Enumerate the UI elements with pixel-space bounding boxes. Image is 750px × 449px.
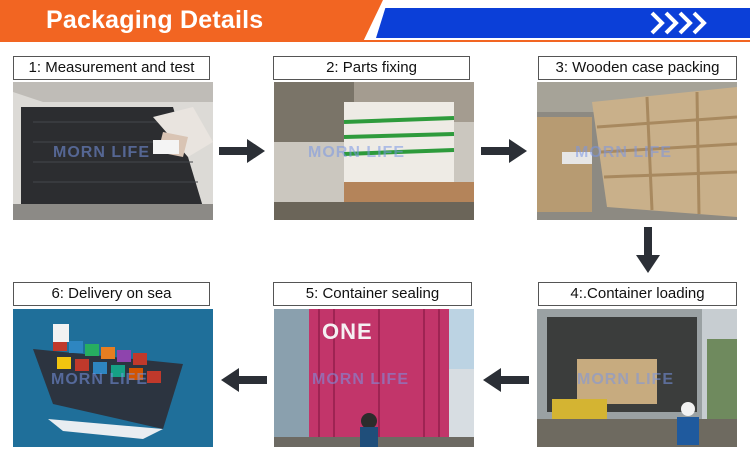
step-3-photo: MORN LIFE <box>537 82 737 220</box>
arrow-right-icon <box>481 139 527 163</box>
header-orange-banner <box>0 0 383 40</box>
step-4-label: 4:.Container loading <box>538 282 737 306</box>
arrow-left-icon <box>221 368 267 392</box>
step-3-label: 3: Wooden case packing <box>538 56 737 80</box>
watermark: MORN LIFE <box>308 144 405 161</box>
step-5-label: 5: Container sealing <box>273 282 472 306</box>
watermark: MORN LIFE <box>312 371 409 388</box>
watermark: MORN LIFE <box>53 144 150 161</box>
step-2-photo: MORN LIFE <box>274 82 474 220</box>
page-title: Packaging Details <box>46 6 264 34</box>
step-4-photo: MORN LIFE <box>537 309 737 447</box>
arrow-left-icon <box>483 368 529 392</box>
step-6-label: 6: Delivery on sea <box>13 282 210 306</box>
arrow-down-icon <box>636 227 660 273</box>
step-1-label: 1: Measurement and test <box>13 56 210 80</box>
step-2-label: 2: Parts fixing <box>273 56 470 80</box>
step-5-photo: ONE MORN LIFE <box>274 309 474 447</box>
chevrons-icon <box>650 11 707 35</box>
watermark: MORN LIFE <box>51 371 148 388</box>
step-1-photo: MORN LIFE <box>13 82 213 220</box>
step-6-photo: MORN LIFE <box>13 309 213 447</box>
arrow-right-icon <box>219 139 265 163</box>
watermark: MORN LIFE <box>577 371 674 388</box>
header-divider <box>0 40 750 42</box>
container-logo: ONE <box>322 319 373 344</box>
watermark: MORN LIFE <box>575 144 672 161</box>
